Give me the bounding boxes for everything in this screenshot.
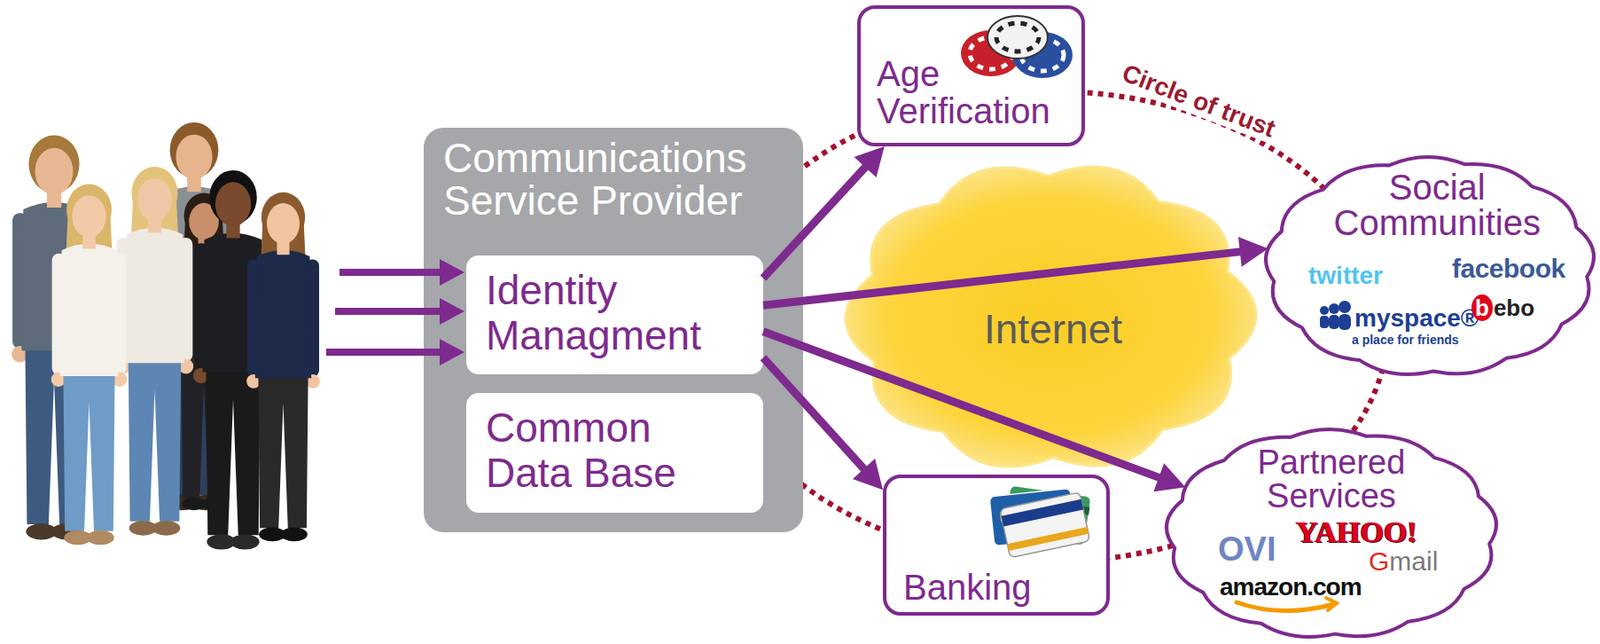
myspace-icon xyxy=(1319,300,1351,330)
poker-chips xyxy=(960,15,1073,79)
text-slot: facebook xyxy=(1451,253,1566,285)
label-slot: Circle of trust xyxy=(1114,87,1283,116)
service-cloud: Social Communities twitter facebook myspace… xyxy=(1262,153,1598,378)
text-slot: Banking xyxy=(903,566,1032,608)
text-slot: amazon.com xyxy=(1219,572,1362,601)
internet-cloud: Internet xyxy=(842,163,1260,470)
box-title: Banking xyxy=(903,566,1032,608)
text-slot: Internet xyxy=(983,305,1123,353)
person-figure xyxy=(51,184,128,546)
box-title: Identity Managment xyxy=(485,267,752,358)
ring-label: Circle of trust xyxy=(1115,57,1282,144)
brand-logo: twitter xyxy=(1308,261,1383,290)
arrow-head xyxy=(1153,462,1186,492)
text-slot: myspace® xyxy=(1354,304,1480,333)
arrow-line xyxy=(763,164,868,279)
brand-logo: amazon.com xyxy=(1219,572,1362,601)
arrow-line xyxy=(763,250,1244,305)
brand-logo: OVI xyxy=(1217,530,1276,570)
provider-panel: Communications Service ProviderIdentity … xyxy=(423,127,804,532)
amazon-smile xyxy=(1236,597,1337,611)
text-slot: twitter xyxy=(1308,261,1383,290)
brand-logo: Gmail xyxy=(1368,546,1438,578)
box-title: Communications Service Provider xyxy=(443,136,794,223)
text-slot: Common Data Base xyxy=(485,405,686,495)
cloud-title: Partnered Services xyxy=(1257,444,1406,513)
text-slot: a place for friends xyxy=(1351,331,1460,348)
box-title: Common Data Base xyxy=(485,405,686,495)
cloud-path xyxy=(1265,156,1594,375)
text-slot: Identity Managment xyxy=(485,267,752,358)
box-title: Age Verification xyxy=(876,54,1051,130)
text-slot: Communications Service Provider xyxy=(443,136,794,223)
text-slot: Age Verification xyxy=(876,54,1051,130)
cloud-title: Social Communities xyxy=(1334,169,1541,241)
arrow-head xyxy=(852,458,883,490)
text-slot: OVI xyxy=(1217,530,1276,570)
arrow-line xyxy=(763,331,1163,479)
text-slot: Partnered Services xyxy=(1257,444,1406,513)
arrow-connector xyxy=(763,331,1186,492)
brand-logo: myspace® xyxy=(1354,304,1480,333)
text-slot: Gmail xyxy=(1368,546,1438,578)
text-slot: YAHOO! xyxy=(1295,514,1418,549)
brand-logo: bebo xyxy=(1471,295,1535,322)
cloud-path xyxy=(1166,429,1497,637)
people-arrows xyxy=(326,258,465,366)
text-slot: Social Communities xyxy=(1334,169,1541,241)
arrow-connector xyxy=(763,357,883,490)
brand-tagline: a place for friends xyxy=(1351,332,1460,347)
brand-logo: facebook xyxy=(1451,253,1566,285)
person-figure xyxy=(246,192,320,542)
arrow-line xyxy=(763,357,867,471)
arrow-connector xyxy=(763,236,1269,305)
arrow-head xyxy=(854,146,885,178)
text-slot: bebo xyxy=(1471,295,1535,322)
cloud-path xyxy=(845,166,1257,467)
person-figure xyxy=(116,166,194,536)
brand-logo: YAHOO! xyxy=(1295,514,1418,549)
arrow-connector xyxy=(763,146,885,278)
credit-cards xyxy=(989,484,1092,558)
cloud-title: Internet xyxy=(983,305,1123,353)
process-box: Common Data Base xyxy=(466,392,764,513)
process-box: Identity Managment xyxy=(466,255,764,375)
arrow-head xyxy=(1238,236,1269,267)
